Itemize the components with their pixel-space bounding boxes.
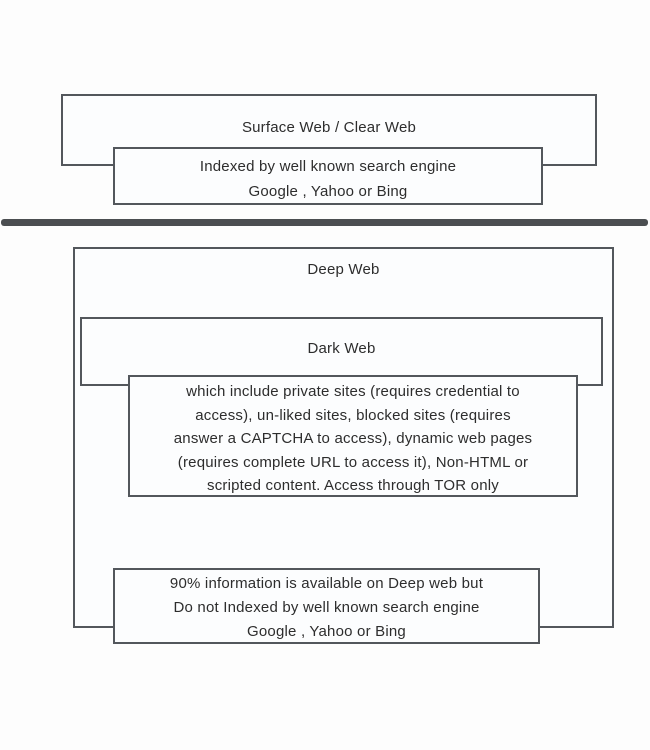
surface-web-title: Surface Web / Clear Web: [241, 119, 417, 136]
dark-web-title: Dark Web: [307, 340, 376, 357]
dark-web-description-line-3: answer a CAPTCHA to access), dynamic web…: [173, 430, 533, 447]
deep-web-note-line-3: Google , Yahoo or Bing: [247, 623, 406, 640]
dark-web-description-line-2: access), un-liked sites, blocked sites (…: [195, 406, 511, 424]
deep-web-note-box: 90% information is available on Deep web…: [113, 568, 540, 644]
dark-web-box: Dark Web: [80, 317, 603, 386]
dark-web-description-box: which include private sites (requires cr…: [128, 375, 578, 497]
surface-web-note-box: Indexed by well known search engine Goog…: [113, 147, 543, 205]
dark-web-description-line-1: which include private sites (requires cr…: [186, 383, 520, 400]
surface-deep-divider-line: [1, 219, 648, 226]
dark-web-description-line-5: scripted content. Access through TOR onl…: [207, 477, 499, 494]
dark-web-description-line-4: (requires complete URL to access it), No…: [177, 453, 529, 471]
deep-web-title: Deep Web: [307, 261, 380, 278]
surface-web-note-line-1: Indexed by well known search engine: [199, 158, 457, 175]
deep-web-note-line-2: Do not Indexed by well known search engi…: [173, 599, 480, 616]
deep-web-note-line-1: 90% information is available on Deep web…: [169, 575, 484, 592]
surface-web-note-line-2: Google , Yahoo or Bing: [248, 183, 408, 200]
